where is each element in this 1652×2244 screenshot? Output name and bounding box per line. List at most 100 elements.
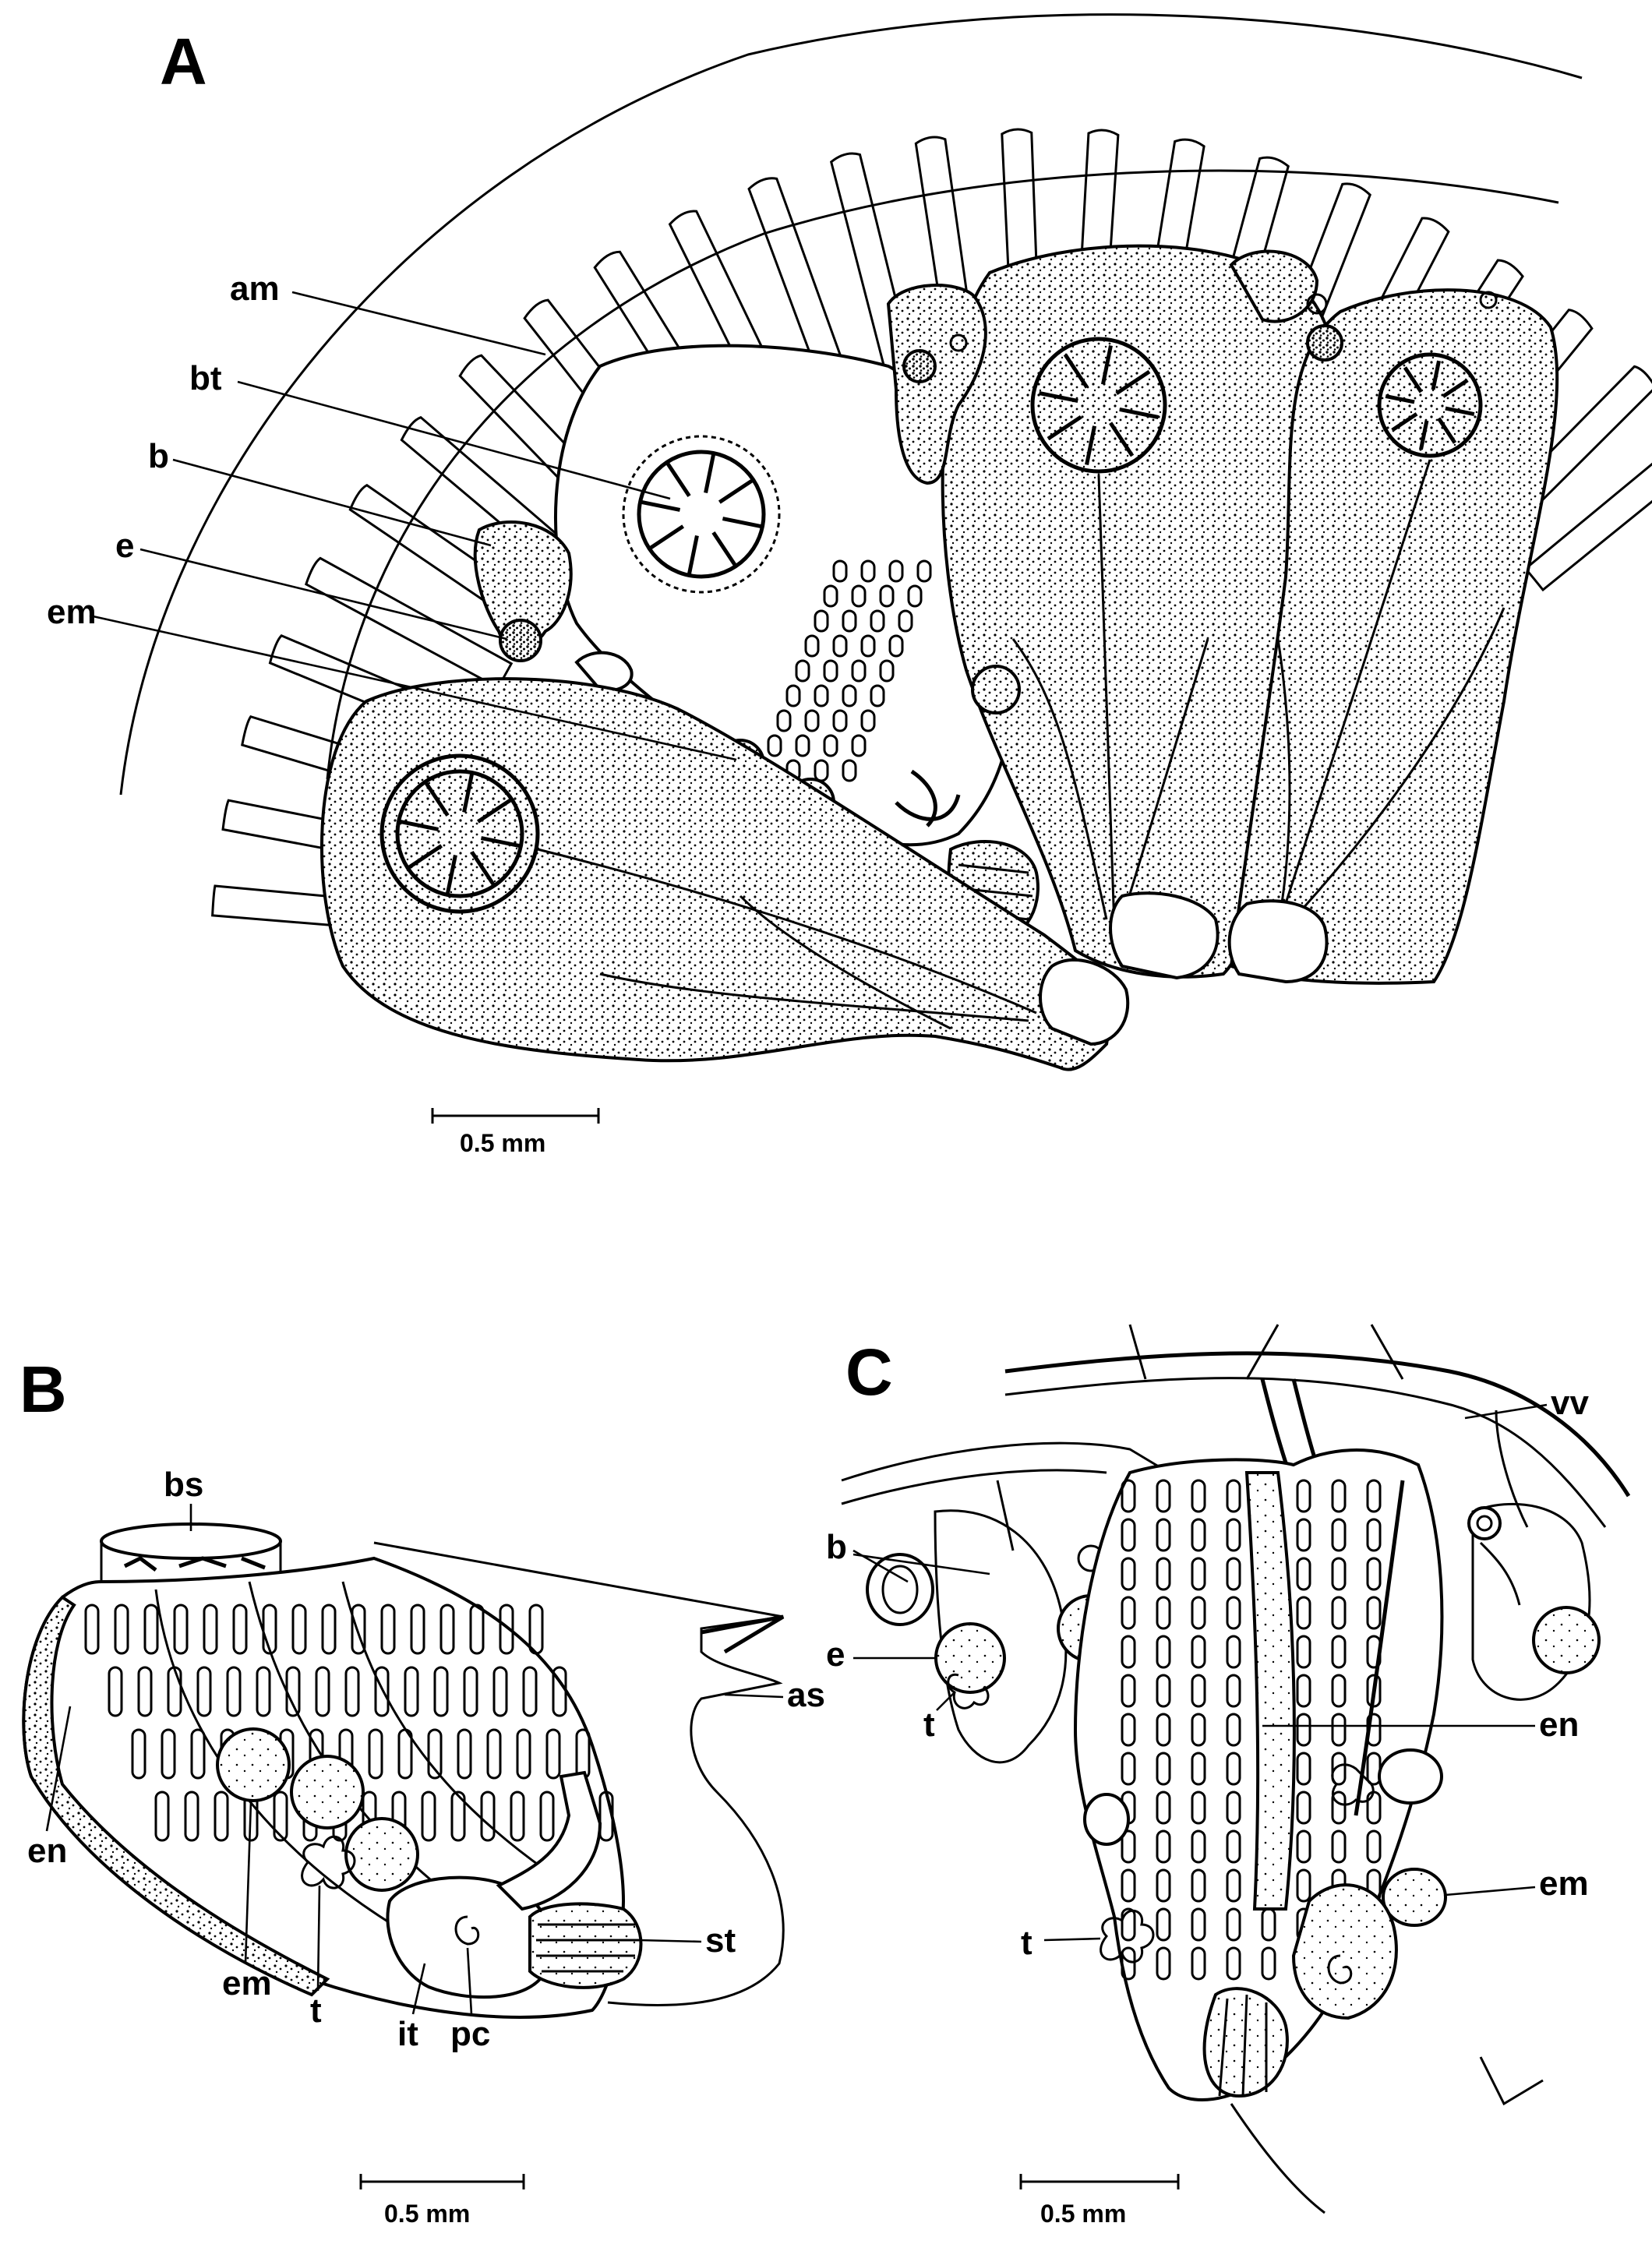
panel-a-annotations: am bt b e em <box>47 270 737 761</box>
scale-label-a: 0.5 mm <box>460 1129 545 1157</box>
stigma <box>344 1666 360 1717</box>
stigma <box>785 684 801 707</box>
stigma <box>439 1604 455 1655</box>
stigma <box>1121 1868 1136 1903</box>
gut-b <box>386 1770 643 1999</box>
stigma <box>814 684 829 707</box>
stigma <box>1191 1752 1206 1786</box>
stigma <box>1121 1479 1136 1513</box>
stigma <box>1191 1596 1206 1630</box>
stigma <box>528 1604 544 1655</box>
stigma <box>1366 1557 1382 1591</box>
stigma <box>545 1728 561 1780</box>
label-as: as <box>787 1676 825 1714</box>
stigma <box>114 1604 129 1655</box>
label-e: e <box>115 527 134 565</box>
tentacle <box>1115 369 1151 395</box>
panel-b: B <box>19 1353 825 2228</box>
tentacle <box>480 836 521 849</box>
panel-b-annotations: bs as en em t it pc st <box>27 1466 825 2053</box>
stigma <box>1191 1713 1206 1747</box>
buds-c-right <box>1467 1502 1601 1701</box>
tentacle <box>665 460 691 498</box>
stigma <box>823 734 838 757</box>
stigma <box>1366 1596 1382 1630</box>
tunic-outline <box>373 1541 785 2006</box>
stigma <box>1156 1907 1171 1942</box>
branchial-tentacles <box>398 772 521 895</box>
stigma <box>1366 1518 1382 1552</box>
panel-a: A <box>47 13 1652 1157</box>
stigma <box>161 1728 176 1780</box>
tentacle <box>470 850 496 887</box>
stigma <box>1156 1596 1171 1630</box>
stigma <box>1121 1907 1136 1942</box>
stigma <box>1331 1674 1347 1708</box>
stigma <box>273 1791 288 1842</box>
stigma <box>870 684 885 707</box>
bud-b <box>473 520 573 662</box>
stigma <box>410 1604 425 1655</box>
stigma <box>1331 1829 1347 1864</box>
stigma <box>380 1604 396 1655</box>
tentacle <box>1063 353 1089 389</box>
label-en: en <box>27 1832 67 1870</box>
stigma <box>1331 1713 1347 1747</box>
stigma <box>767 734 782 757</box>
stigma <box>1296 1635 1311 1669</box>
tentacle <box>1085 425 1097 465</box>
label-pc: pc <box>450 2015 490 2053</box>
tentacle <box>423 780 450 817</box>
stigma <box>851 584 867 608</box>
branchial-tentacles <box>640 453 763 576</box>
stigma <box>315 1666 330 1717</box>
stigma <box>469 1604 485 1655</box>
tentacle <box>687 535 699 576</box>
stigma <box>1226 1635 1241 1669</box>
label-en-c: en <box>1539 1706 1579 1744</box>
stigma <box>1121 1674 1136 1708</box>
label-em-b: em <box>222 1964 272 2002</box>
tentacle <box>1109 422 1135 457</box>
tentacle <box>648 524 685 551</box>
stigma <box>421 1791 436 1842</box>
tentacle <box>718 478 755 504</box>
stigma <box>598 1791 614 1842</box>
panel-c-letter: C <box>845 1335 893 1409</box>
stigma <box>898 609 913 633</box>
branchial-tentacles <box>1385 360 1475 450</box>
stigma <box>776 709 792 732</box>
tentacle <box>398 819 439 831</box>
stigma <box>1296 1829 1311 1864</box>
stigma <box>190 1728 206 1780</box>
stigma <box>1226 1868 1241 1903</box>
scale-label-b: 0.5 mm <box>384 2200 470 2228</box>
ampulla-lobe <box>1523 462 1652 592</box>
stigma <box>916 559 932 583</box>
tentacle <box>1437 417 1457 444</box>
stigma <box>184 1791 199 1842</box>
tentacle <box>1403 366 1423 393</box>
stigma <box>1156 1479 1171 1513</box>
stigma <box>832 709 848 732</box>
label-e-c: e <box>826 1635 845 1674</box>
label-t-b: t <box>310 1992 322 2030</box>
label-bt: bt <box>189 359 222 397</box>
stigma <box>226 1666 242 1717</box>
stigma <box>1226 1752 1241 1786</box>
stigma <box>1121 1518 1136 1552</box>
stigma <box>1296 1868 1311 1903</box>
tentacle <box>406 844 443 870</box>
scale-label-c: 0.5 mm <box>1040 2200 1126 2228</box>
stigma <box>879 659 895 683</box>
stigma <box>368 1728 383 1780</box>
stigma <box>842 684 857 707</box>
stigma <box>804 709 820 732</box>
panel-a-letter: A <box>160 25 207 98</box>
tentacle <box>1100 345 1113 385</box>
tentacle <box>704 453 716 494</box>
buccal-siphon <box>100 1522 282 1582</box>
stigma <box>842 609 857 633</box>
tentacle <box>1445 406 1475 416</box>
label-t-c-upper: t <box>923 1706 935 1744</box>
